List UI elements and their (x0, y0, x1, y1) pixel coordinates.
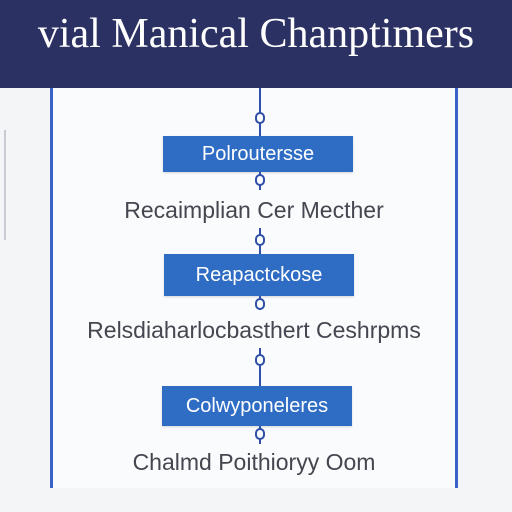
step-caption-2: Relsdiaharlocbasthert Ceshrpms (87, 317, 421, 343)
connector-2b (259, 348, 261, 386)
chain-link (255, 234, 265, 246)
step-box-3: Colwyponeleres (162, 386, 352, 426)
step-caption-3: Chalmd Poithioryy Oom (132, 449, 376, 475)
right-rail-line (455, 88, 458, 488)
chain-link (255, 428, 265, 440)
page-title: vial Manical Chanptimers (37, 11, 475, 57)
step-box-2: Reapactckose (164, 254, 354, 296)
step-box-1: Polroutersse (163, 136, 353, 172)
left-edge-mark (4, 130, 6, 240)
chain-link (255, 174, 265, 186)
chain-link (255, 298, 265, 310)
header-bar: vial Manical Chanptimers (0, 0, 512, 88)
footer-strip (0, 488, 512, 512)
step-caption-1: Recaimplian Cer Mecther (124, 197, 384, 223)
chain-link (255, 112, 265, 124)
chain-link (255, 354, 265, 366)
left-rail-line (50, 88, 53, 488)
